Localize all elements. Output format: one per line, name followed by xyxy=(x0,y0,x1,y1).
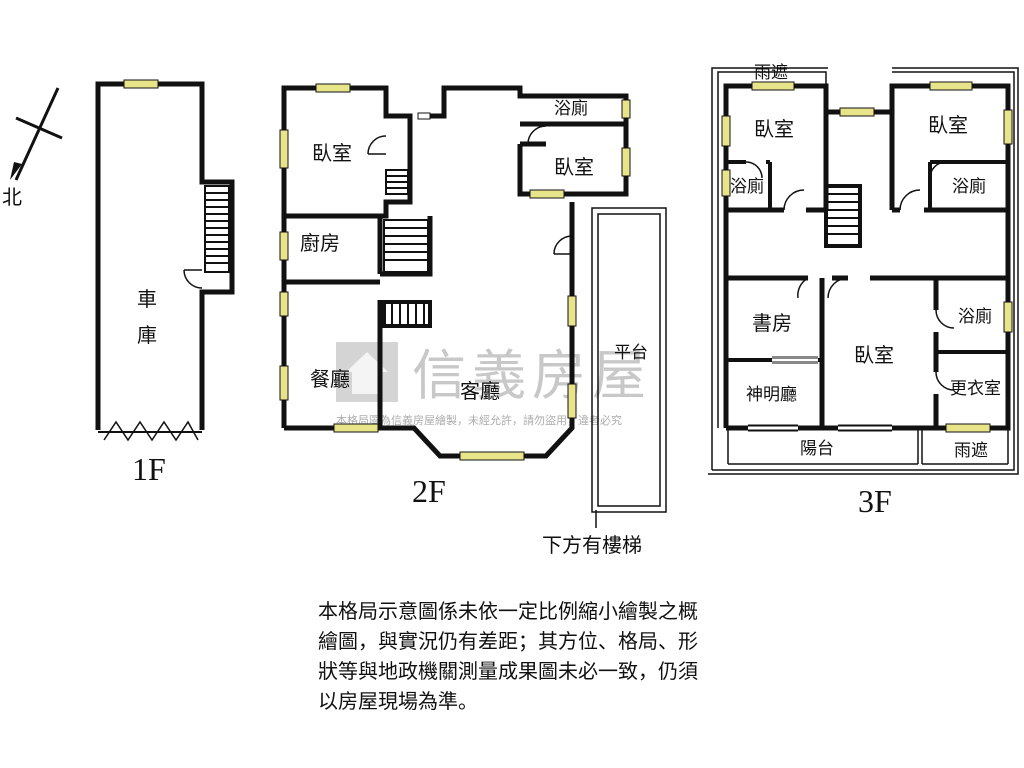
floor-1f: 車 庫 1F xyxy=(95,79,235,487)
room-study: 書房 xyxy=(752,311,792,335)
window-icon xyxy=(333,423,379,433)
room-bedroom-nw: 臥室 xyxy=(754,117,794,141)
window-icon xyxy=(1003,109,1013,145)
window-icon xyxy=(721,115,731,147)
window-icon xyxy=(945,423,991,433)
window-icon xyxy=(1003,301,1013,333)
garage-door-icon xyxy=(103,420,199,442)
window-icon xyxy=(279,291,289,317)
room-canopy-top: 雨遮 xyxy=(754,63,788,83)
window-icon xyxy=(459,451,525,461)
room-bedroom-ne: 臥室 xyxy=(928,113,968,137)
window-icon xyxy=(279,231,289,261)
window-icon xyxy=(621,147,631,177)
room-shrine: 神明廳 xyxy=(746,385,797,405)
room-garage-line2: 庫 xyxy=(137,323,157,347)
watermark-sub: 本格局圖為信義房屋繪製，未經允許，請勿盜用，違者必究 xyxy=(336,413,622,427)
room-bedroom-west: 臥室 xyxy=(312,141,352,165)
floor-label-3f: 3F xyxy=(858,483,892,519)
compass: 北 xyxy=(2,87,63,209)
disclaimer-line: 以房屋現場為準。 xyxy=(318,689,478,713)
window-icon xyxy=(621,99,631,119)
floor-label-1f: 1F xyxy=(132,451,166,487)
window-icon xyxy=(839,107,875,117)
room-bath-w: 浴廁 xyxy=(730,176,764,197)
window-icon xyxy=(751,81,795,91)
room-living: 客廳 xyxy=(460,379,500,403)
watermark: 信義房屋 本格局圖為信義房屋繪製，未經允許，請勿盜用，違者必究 xyxy=(336,342,652,427)
window-icon xyxy=(279,129,289,169)
room-bedroom-center: 臥室 xyxy=(854,343,894,367)
disclaimer-note: 本格局示意圖係未依一定比例縮小繪製之概 繪圖，與實況仍有差距；其方位、格局、形 … xyxy=(318,596,788,716)
room-balcony: 陽台 xyxy=(800,439,834,459)
window-icon xyxy=(529,189,565,199)
room-bath-se: 浴廁 xyxy=(958,306,992,327)
disclaimer-line: 本格局示意圖係未依一定比例縮小繪製之概 xyxy=(318,599,698,623)
room-bedroom-east: 臥室 xyxy=(554,155,594,179)
window-icon xyxy=(315,83,351,93)
window-icon xyxy=(721,169,731,197)
floor-2f: 臥室 浴廁 臥室 廚房 餐廳 客廳 平台 下方有樓梯 2F xyxy=(279,83,667,557)
disclaimer-line: 狀等與地政機關測量成果圖未必一致，仍須 xyxy=(318,659,698,683)
room-dining: 餐廳 xyxy=(310,367,350,391)
room-dressing: 更衣室 xyxy=(950,379,1001,399)
watermark-brand: 信義房屋 xyxy=(412,344,652,407)
room-bath-e: 浴廁 xyxy=(952,176,986,197)
room-bath-2f: 浴廁 xyxy=(554,98,588,119)
room-canopy-bottom: 雨遮 xyxy=(954,441,988,461)
window-icon xyxy=(279,365,289,401)
room-kitchen: 廚房 xyxy=(300,231,340,255)
window-icon xyxy=(123,79,159,89)
window-icon xyxy=(567,295,577,327)
stairs-below-note: 下方有樓梯 xyxy=(542,533,642,557)
floor-3f: 雨遮 臥室 臥室 浴廁 浴廁 書房 臥室 浴廁 神明廳 更衣室 陽台 雨遮 3F xyxy=(708,63,1019,519)
floor-label-2f: 2F xyxy=(412,473,446,509)
window-icon xyxy=(929,81,973,91)
room-platform: 平台 xyxy=(614,343,648,363)
room-garage-line1: 車 xyxy=(137,287,157,311)
north-label: 北 xyxy=(2,185,22,209)
disclaimer-line: 繪圖，與實況仍有差距；其方位、格局、形 xyxy=(318,629,698,653)
window-icon xyxy=(567,383,577,419)
